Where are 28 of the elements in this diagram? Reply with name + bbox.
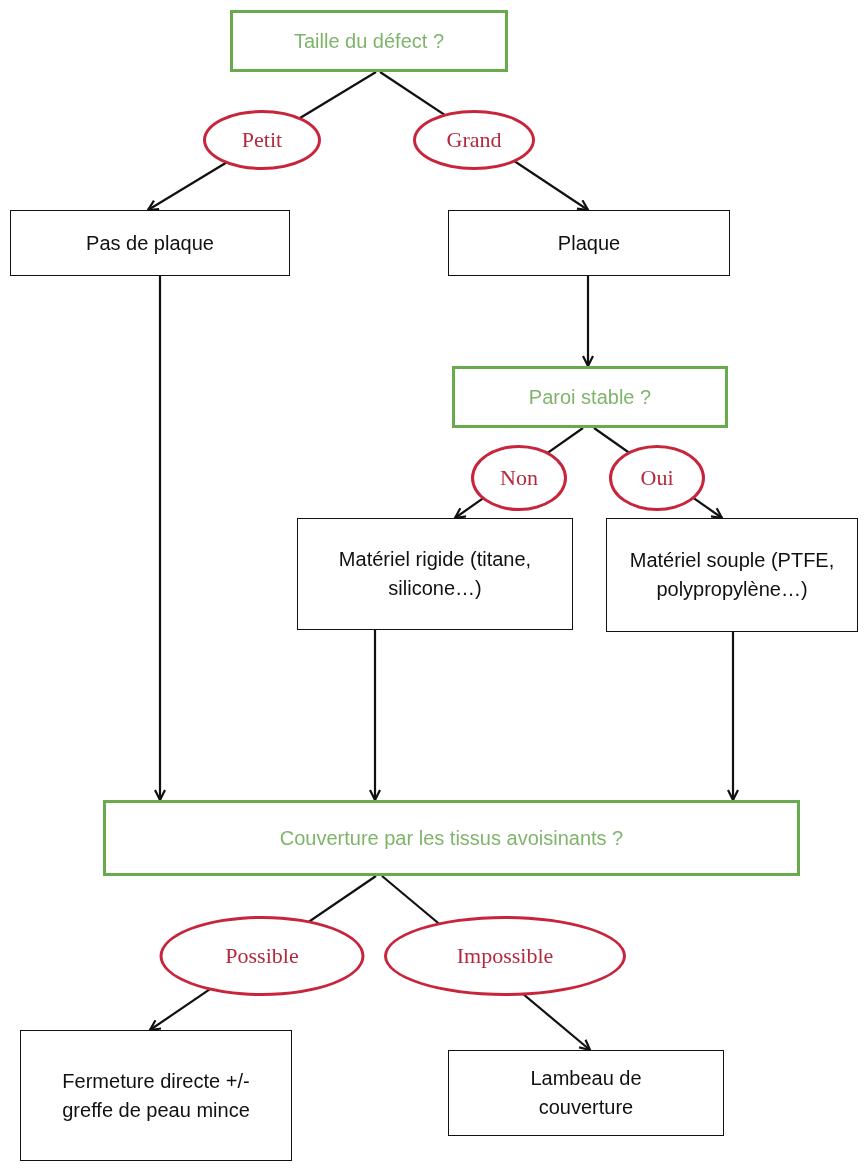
node-text: Matériel souple (PTFE, polypropylène…)	[629, 548, 835, 602]
edge-label: Petit	[203, 110, 321, 170]
arrow	[726, 632, 740, 802]
edge-label: Non	[471, 445, 567, 511]
process-box	[10, 210, 290, 276]
process-box	[448, 1050, 724, 1136]
process-box	[448, 210, 730, 276]
edge-label: Grand	[413, 110, 535, 170]
node-text: Couverture par les tissus avoisinants ?	[279, 825, 624, 851]
process-box	[20, 1030, 292, 1161]
arrow	[581, 276, 595, 368]
edge-label: Impossible	[384, 916, 626, 996]
edge-label: Oui	[609, 445, 705, 511]
edge-label: Possible	[159, 916, 365, 996]
node-text: Pas de plaque	[86, 230, 214, 256]
decision-box	[103, 800, 800, 876]
node-text: Fermeture directe +/- greffe de peau mince	[61, 1068, 251, 1123]
node-text: Matériel rigide (titane, silicone…)	[338, 547, 532, 601]
node-text: Lambeau de couverture	[529, 1066, 643, 1120]
arrow	[153, 276, 167, 802]
node-text: Paroi stable ?	[528, 384, 652, 410]
process-box	[606, 518, 858, 632]
process-box	[297, 518, 573, 630]
arrow	[368, 630, 382, 802]
node-text: Plaque	[557, 230, 621, 256]
decision-box	[452, 366, 728, 428]
decision-box	[230, 10, 508, 72]
node-text: Taille du défect ?	[293, 28, 445, 54]
